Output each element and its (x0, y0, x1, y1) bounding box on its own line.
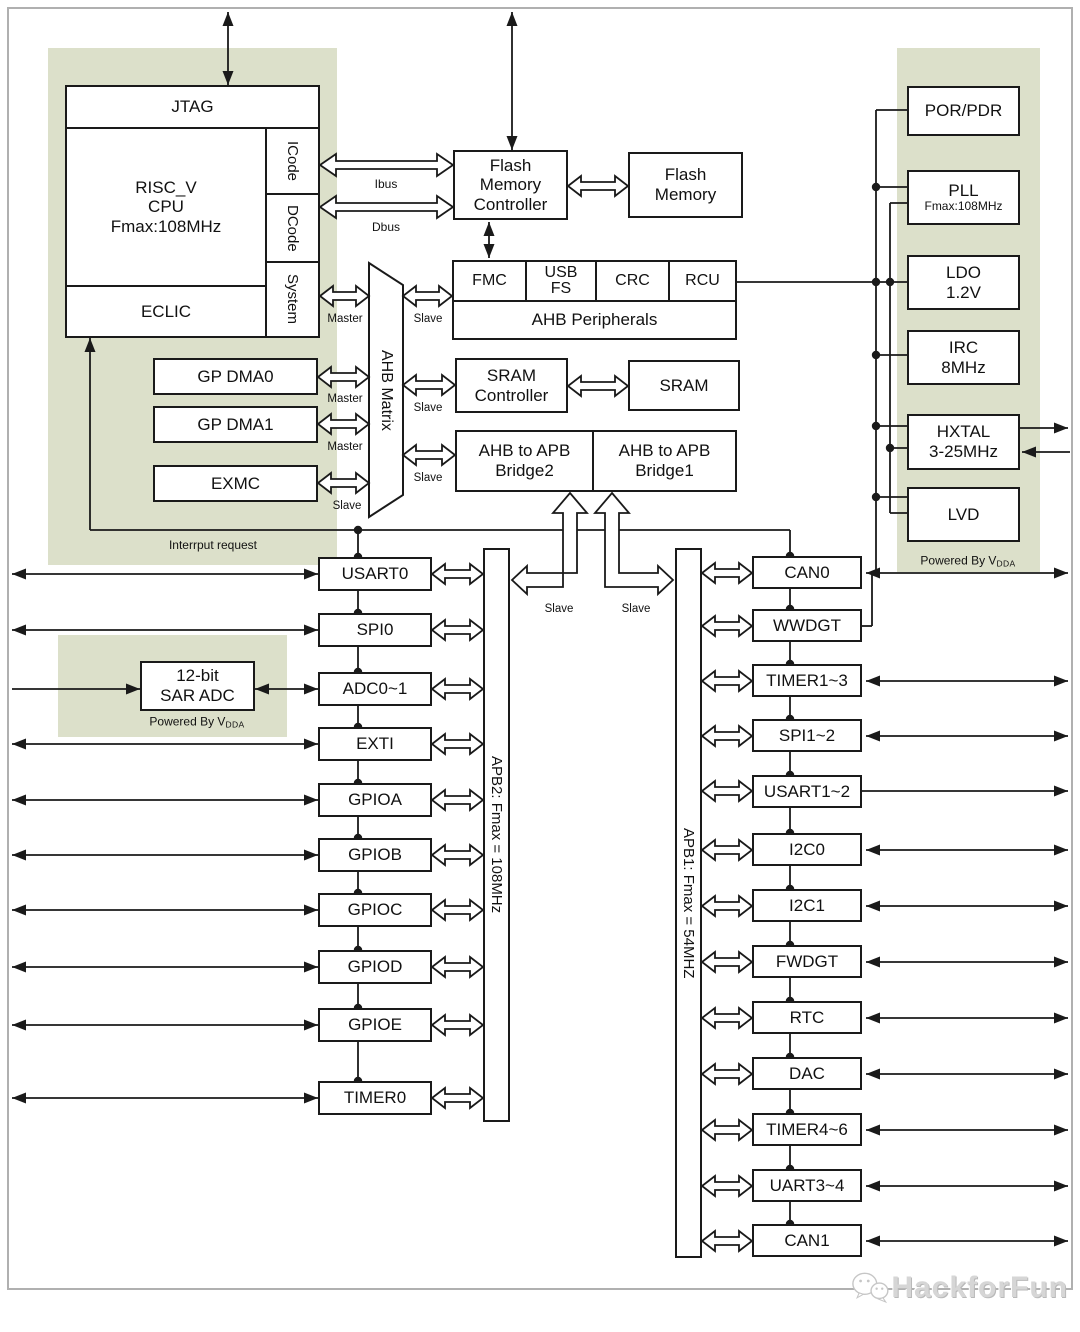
wechat-icon (852, 1272, 889, 1304)
slave-label-apb1: Slave (621, 603, 651, 615)
block-exmc: EXMC (153, 465, 318, 502)
block-can0: CAN0 (752, 556, 862, 589)
block-sram: SRAM (628, 360, 740, 411)
block-timer1-3: TIMER1~3 (752, 664, 862, 697)
block-gpiob: GPIOB (318, 838, 432, 872)
block-irc: IRC 8MHz (907, 330, 1020, 385)
block-flash-memory-controller: Flash Memory Controller (453, 150, 568, 220)
master-label-dma0: Master (327, 393, 363, 405)
outer-frame (7, 7, 1073, 1290)
ibus-label: Ibus (374, 177, 398, 191)
block-crc: CRC (595, 260, 670, 302)
slave-label-apb2: Slave (544, 603, 574, 615)
block-usbfs: USB FS (525, 260, 597, 302)
pll-label: PLL (948, 180, 979, 200)
block-gpiod: GPIOD (318, 950, 432, 984)
block-por-pdr: POR/PDR (907, 86, 1020, 136)
ahb-matrix-shape (368, 261, 404, 519)
block-timer0: TIMER0 (318, 1081, 432, 1115)
interrupt-request-label: Interrput request (168, 538, 258, 552)
bridge-slave-arrows (510, 491, 675, 597)
slave-label-bridges: Slave (413, 472, 443, 484)
slave-label-sram: Slave (413, 402, 443, 414)
block-ahb-peripherals-title: AHB Peripherals (452, 300, 737, 340)
block-uart3-4: UART3~4 (752, 1169, 862, 1202)
block-rtc: RTC (752, 1001, 862, 1034)
block-ahb-apb-bridge1: AHB to APB Bridge1 (592, 430, 737, 492)
ahb-matrix-label: AHB Matrix (378, 349, 396, 431)
block-i2c0: I2C0 (752, 833, 862, 866)
block-lvd: LVD (907, 487, 1020, 542)
powered-by-vdda-right: Powered By VDDA (920, 553, 1016, 569)
block-gpioc: GPIOC (318, 893, 432, 927)
block-fmc: FMC (452, 260, 527, 302)
watermark: HackforFun (848, 1258, 1068, 1318)
block-adc0-1: ADC0~1 (318, 672, 432, 706)
block-sar-adc: 12-bit SAR ADC (140, 661, 255, 711)
block-riscv-cpu: RISC_V CPU Fmax:108MHz (65, 127, 267, 287)
dbus-label: Dbus (371, 220, 401, 234)
block-icode: ICode (265, 127, 320, 195)
block-dcode: DCode (265, 193, 320, 263)
block-hxtal: HXTAL 3-25MHz (907, 414, 1020, 470)
pll-fmax-label: Fmax:108MHz (924, 199, 1003, 214)
block-rcu: RCU (668, 260, 737, 302)
hollow-arrows (316, 152, 754, 1253)
block-timer4-6: TIMER4~6 (752, 1113, 862, 1146)
watermark-text: HackforFun (891, 1271, 1068, 1304)
block-can1: CAN1 (752, 1224, 862, 1257)
block-spi1-2: SPI1~2 (752, 719, 862, 752)
block-usart1-2: USART1~2 (752, 775, 862, 808)
block-dac: DAC (752, 1057, 862, 1090)
powered-by-vdda-adc: Powered By VDDA (149, 714, 245, 730)
block-i2c1: I2C1 (752, 889, 862, 922)
slave-label-exmc: Slave (332, 500, 362, 512)
block-wwdgt: WWDGT (752, 609, 862, 642)
block-gpioa: GPIOA (318, 783, 432, 817)
block-ldo: LDO 1.2V (907, 255, 1020, 310)
block-pll: PLL Fmax:108MHz (907, 170, 1020, 225)
block-exti: EXTI (318, 727, 432, 761)
block-system: System (265, 261, 320, 338)
block-gpioe: GPIOE (318, 1008, 432, 1042)
block-fwdgt: FWDGT (752, 945, 862, 978)
apb1-bus-bar: APB1: Fmax = 54MHZ (675, 548, 702, 1258)
master-label-system: Master (327, 313, 363, 325)
block-spi0: SPI0 (318, 613, 432, 647)
slave-label-ahbper: Slave (413, 313, 443, 325)
block-usart0: USART0 (318, 557, 432, 591)
block-jtag: JTAG (65, 85, 320, 129)
block-gp-dma1: GP DMA1 (153, 406, 318, 443)
block-eclic: ECLIC (65, 285, 267, 338)
block-flash-memory: Flash Memory (628, 152, 743, 218)
block-sram-controller: SRAM Controller (455, 358, 568, 413)
apb2-bus-bar: APB2: Fmax = 108MHz (483, 548, 510, 1122)
block-ahb-apb-bridge2: AHB to APB Bridge2 (455, 430, 594, 492)
master-label-dma1: Master (327, 441, 363, 453)
block-gp-dma0: GP DMA0 (153, 358, 318, 395)
